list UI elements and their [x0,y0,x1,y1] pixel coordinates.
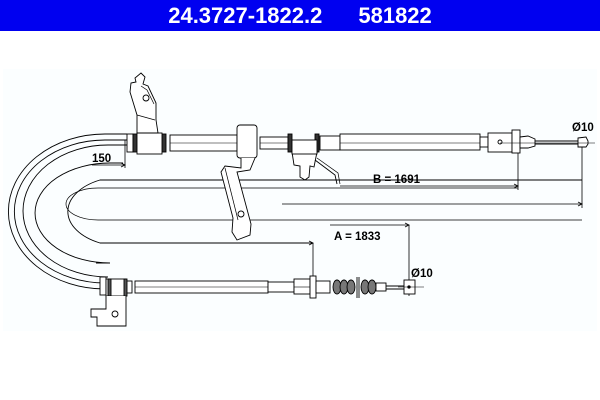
dimension-overall-upper [282,142,583,208]
lower-cable-assembly: Ø10 [99,268,433,299]
dimension-a-label: A = 1833 [334,231,381,243]
part-header: 24.3727-1822.2 581822 [0,0,600,31]
upper-cable-end-fitting [487,129,595,154]
cable-routing-lines [7,133,582,290]
dimension-b-label: B = 1691 [373,174,421,186]
center-mounting-bracket [220,124,258,241]
lower-diameter-label: Ø10 [411,268,433,280]
dimension-b: B = 1691 [340,145,519,190]
dust-boot-bellows [332,277,387,298]
upper-mounting-bracket [129,72,159,134]
upper-diameter-label: Ø10 [572,122,594,134]
upper-cable-assembly: Ø10 [126,122,595,155]
lower-cable-end-fitting [398,279,424,295]
part-number: 24.3727-1822.2 [168,2,323,28]
lower-mounting-bracket [90,278,128,327]
reference-number: 581822 [358,2,432,28]
dimension-150-label: 150 [92,153,111,165]
clip-bracket [291,139,341,185]
dimension-150: 150 [92,140,126,168]
